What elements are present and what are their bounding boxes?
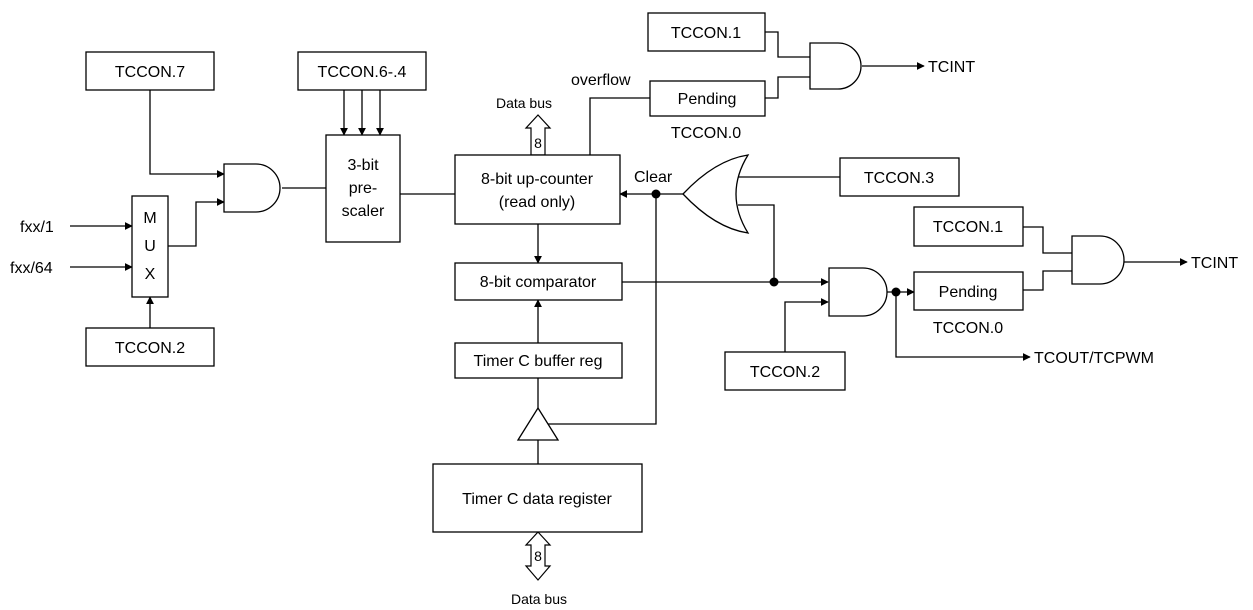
bus-label-top: Data bus: [496, 95, 552, 111]
pending-right-box: Pending: [913, 271, 1024, 311]
data-register-box: Timer C data register: [432, 463, 643, 533]
bus-label-bottom: Data bus: [511, 591, 567, 607]
tccon3-label: TCCON.3: [864, 170, 934, 187]
wire-pending-top-to-and: [765, 76, 810, 99]
and-gate-match: [828, 267, 888, 317]
junction-clear: [651, 189, 661, 199]
tccon2-right-box: TCCON.2: [724, 351, 846, 391]
wire-clear-to-buffer-driver: [548, 194, 657, 425]
bus-arrow-bottom: [524, 531, 552, 581]
wire-tccon1-right-to-and: [1023, 226, 1072, 254]
tcout-label: TCOUT/TCPWM: [1034, 350, 1154, 367]
mux-letter-x: X: [145, 266, 156, 283]
tccon1-top-box: TCCON.1: [647, 12, 766, 52]
tccon7-box: TCCON.7: [85, 51, 215, 91]
data-bus-top: 8 Data bus: [496, 95, 552, 156]
and-gate-clock: [223, 163, 281, 213]
overflow-label: overflow: [571, 72, 631, 89]
upcounter-box: 8-bit up-counter (read only): [454, 154, 621, 225]
tccon2-right-label: TCCON.2: [750, 364, 820, 381]
wire-mux-to-and: [168, 198, 225, 247]
pending-top-label: Pending: [678, 91, 737, 108]
tccon64-label: TCCON.6-.4: [318, 64, 407, 81]
tcint-top-label: TCINT: [928, 59, 975, 76]
wire-tccon1-top-to-and: [765, 31, 810, 58]
bus-width-top: 8: [534, 135, 542, 151]
prescaler-line-3: scaler: [342, 203, 385, 220]
and-gate-interrupt-right: [1071, 235, 1125, 285]
buffer-driver: [516, 406, 560, 441]
and-gate-interrupt-top: [809, 42, 862, 90]
wire-tccon7-to-and: [149, 90, 225, 178]
tccon0-top-label: TCCON.0: [671, 125, 741, 142]
wire-match-to-or: [738, 204, 775, 282]
junction-and-output: [891, 287, 901, 297]
bus-arrow-top: [524, 114, 552, 156]
tccon0-right-label: TCCON.0: [933, 320, 1003, 337]
comparator-label: 8-bit comparator: [480, 274, 597, 291]
wire-overflow-to-pending: [589, 97, 650, 155]
junction-comparator-output: [769, 277, 779, 287]
wires: [70, 31, 1188, 464]
fxx64-label: fxx/64: [10, 260, 53, 277]
pending-right-label: Pending: [939, 284, 998, 301]
mux-letter-m: M: [143, 210, 156, 227]
prescaler-line-2: pre-: [349, 180, 377, 197]
upcounter-line-2: (read only): [499, 194, 575, 211]
mux-box: M U X: [131, 195, 169, 298]
buffer-reg-box: Timer C buffer reg: [454, 342, 623, 379]
wire-tccon2-right-to-and: [784, 298, 829, 352]
pending-top-box: Pending: [649, 80, 766, 117]
comparator-box: 8-bit comparator: [454, 262, 623, 301]
tccon3-box: TCCON.3: [839, 157, 960, 197]
tccon1-top-label: TCCON.1: [671, 25, 741, 42]
or-gate-clear: [682, 154, 750, 234]
tccon64-box: TCCON.6-.4: [297, 51, 427, 91]
upcounter-line-1: 8-bit up-counter: [481, 171, 594, 188]
buffer-reg-label: Timer C buffer reg: [474, 353, 603, 370]
fxx1-label: fxx/1: [20, 219, 54, 236]
data-register-label: Timer C data register: [462, 491, 612, 508]
tccon1-right-box: TCCON.1: [913, 206, 1024, 247]
clear-label: Clear: [634, 169, 673, 186]
prescaler-box: 3-bit pre- scaler: [325, 134, 401, 243]
tccon2-left-box: TCCON.2: [85, 327, 215, 367]
mux-letter-u: U: [144, 238, 156, 255]
tccon2-left-label: TCCON.2: [115, 340, 185, 357]
tccon1-right-label: TCCON.1: [933, 219, 1003, 236]
wire-pending-right-to-and: [1023, 270, 1072, 291]
bus-width-bottom: 8: [534, 548, 542, 564]
prescaler-line-1: 3-bit: [347, 157, 379, 174]
data-bus-bottom: 8 Data bus: [511, 531, 567, 607]
tccon7-label: TCCON.7: [115, 64, 185, 81]
tcint-right-label: TCINT: [1191, 255, 1238, 272]
wire-to-tcout: [895, 292, 1031, 361]
